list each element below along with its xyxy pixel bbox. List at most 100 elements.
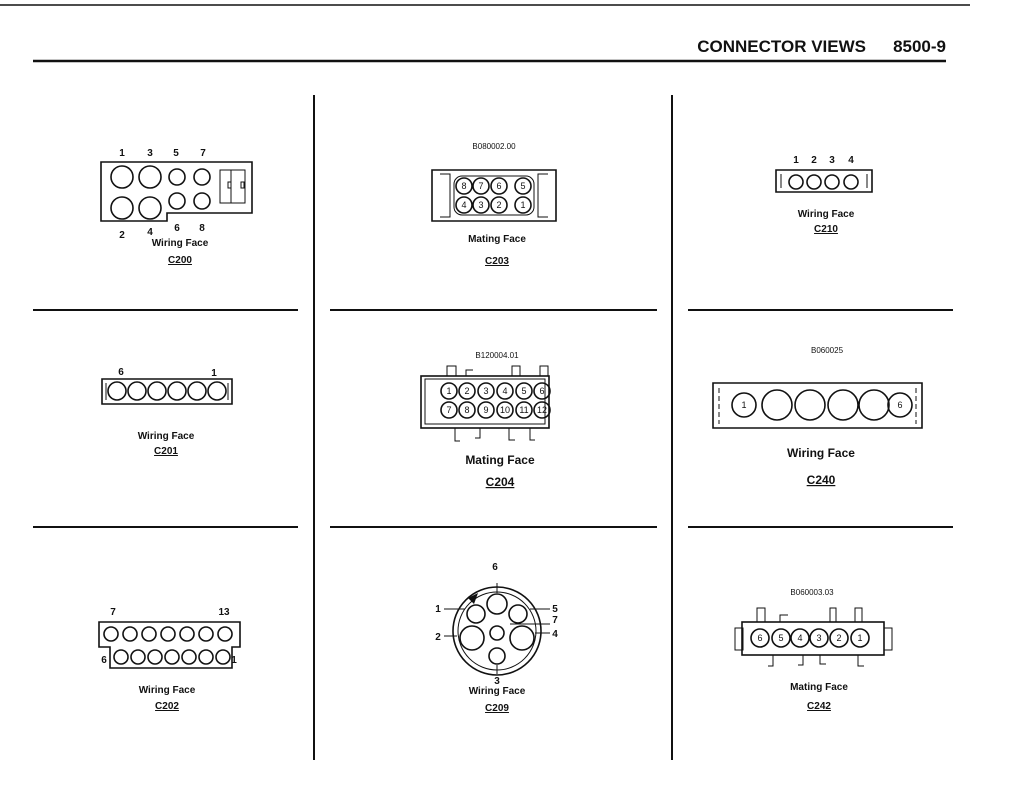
pin-number: 8 [461,181,466,191]
pin-cavity [761,389,793,421]
page-number: 8500-9 [893,37,946,56]
pin-number: 11 [519,405,528,415]
pin-number: 6 [492,562,498,573]
pin-number: 3 [483,386,488,396]
face-label: Wiring Face [469,686,526,697]
pin-number: 2 [464,386,469,396]
pin-cavity [489,625,505,641]
pin-number: 5 [778,633,783,643]
pin-number: 7 [200,148,206,159]
connector-id: C202 [155,701,179,712]
pin-number: 1 [793,155,799,166]
pin-cavity [455,196,473,214]
pin-cavity [794,389,826,421]
pin-cavity [147,649,163,665]
pin-cavity [466,604,486,624]
pin-cavity [127,381,147,401]
pin-cavity [193,168,211,186]
pin-cavity [509,625,535,651]
pin-cavity [771,628,791,648]
pin-cavity [458,382,476,400]
pin-number: 3 [829,155,835,166]
reference-code: B060025 [811,346,844,355]
pin-number: 10 [500,405,510,415]
pin-number: 3 [478,200,483,210]
connector-id: C203 [485,256,509,267]
pin-number: 7 [110,607,116,618]
pin-number: 6 [174,223,180,234]
pin-number: 3 [147,148,153,159]
pin-number: 4 [461,200,466,210]
pin-cavity [181,649,197,665]
pin-number: 2 [811,155,817,166]
pin-number: 1 [119,148,125,159]
pin-cavity [472,196,490,214]
face-label: Wiring Face [138,431,195,442]
pin-number: 1 [435,604,441,615]
pin-cavity [806,174,822,190]
pin-cavity [887,392,913,418]
face-label: Wiring Face [787,446,855,460]
connector-id: C201 [154,446,178,457]
pin-cavity [198,626,214,642]
pin-cavity [731,392,757,418]
pin-number: 6 [539,386,544,396]
face-label: Mating Face [790,682,848,693]
reference-code: B060003.03 [790,588,834,597]
pin-number: 1 [520,200,525,210]
pin-cavity [472,177,490,195]
pin-cavity [750,628,770,648]
pin-number: 1 [231,655,237,666]
pin-number: 13 [218,607,230,618]
connector-id: C200 [168,255,192,266]
page-title: CONNECTOR VIEWS [697,37,866,56]
pin-number: 4 [848,155,854,166]
face-label: Wiring Face [152,238,209,249]
pin-cavity [477,401,495,419]
pin-cavity [508,604,528,624]
pin-cavity [207,381,227,401]
pin-number: 4 [552,629,558,640]
pin-cavity [440,401,458,419]
pin-number: 6 [757,633,762,643]
face-label: Wiring Face [798,209,855,220]
pin-cavity [477,382,495,400]
pin-number: 6 [118,367,124,378]
pin-number: 1 [211,368,217,379]
pin-cavity [103,626,119,642]
pin-cavity [217,626,233,642]
pin-number: 2 [435,632,441,643]
pin-cavity [490,196,508,214]
pin-cavity [790,628,810,648]
pin-cavity [829,628,849,648]
pin-cavity [515,401,533,419]
pin-number: 8 [464,405,469,415]
reference-code: B080002.00 [472,142,516,151]
pin-cavity [455,177,473,195]
pin-number: 1 [741,400,746,410]
pin-number: 1 [446,386,451,396]
grid-dividers [33,95,953,760]
pin-number: 4 [797,633,802,643]
connector-id: C240 [807,473,836,487]
pin-cavity [824,174,840,190]
face-label: Mating Face [468,234,526,245]
pin-cavity [458,401,476,419]
pin-cavity [459,625,485,651]
pin-number: 2 [836,633,841,643]
pin-number: 4 [502,386,507,396]
pin-cavity [488,647,506,665]
pin-number: 12 [537,405,547,415]
connector-c201: 6 1 Wiring Face C201 [101,367,233,457]
pin-cavity [850,628,870,648]
pin-cavity [440,382,458,400]
pin-number: 3 [816,633,821,643]
pin-cavity [168,192,186,210]
pin-number: 9 [483,405,488,415]
